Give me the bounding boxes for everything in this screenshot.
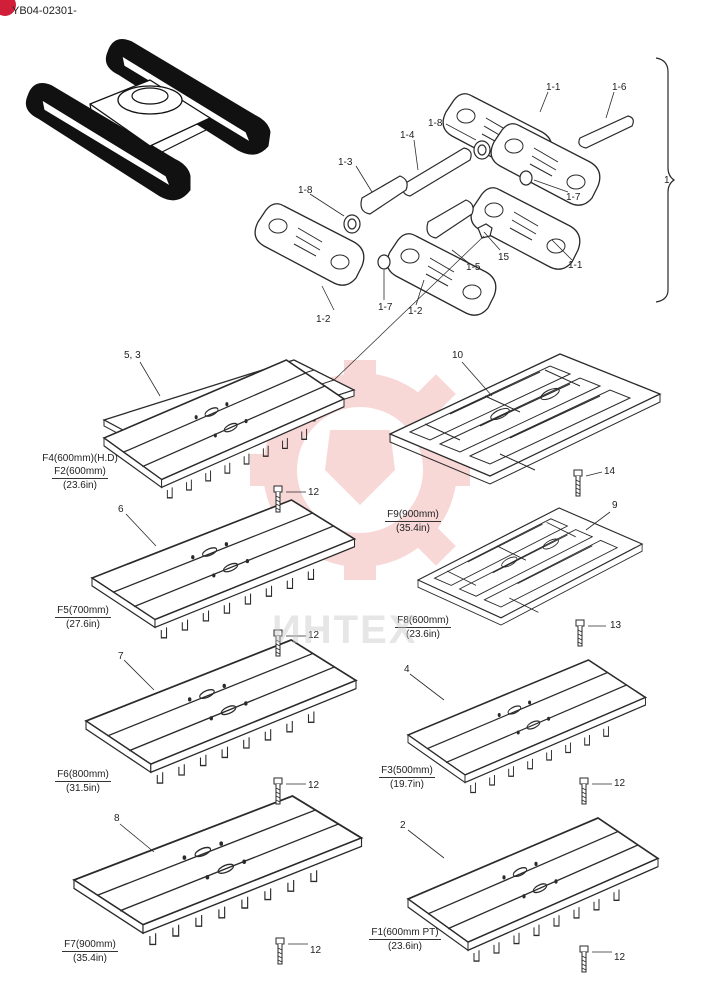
callout-1-6: 1-6 (612, 82, 627, 93)
callout-1-2b: 1-2 (408, 306, 423, 317)
spec-f4-f2: F4(600mm)(H.D) F2(600mm) (23.6in) (26, 452, 134, 492)
callout-1-1a: 1-1 (546, 82, 561, 93)
callout-15: 15 (498, 252, 510, 263)
callout-1-8b: 1-8 (298, 185, 313, 196)
spec-f6: F6(800mm) (31.5in) (48, 768, 118, 795)
callout-9: 9 (612, 500, 618, 511)
callout-5-3: 5, 3 (124, 350, 141, 361)
spec-f8-inch: (23.6in) (406, 629, 440, 640)
spec-f7-inch: (35.4in) (73, 953, 107, 964)
callout-12-f: 12 (614, 952, 626, 963)
shoe-7 (85, 639, 357, 784)
callout-12-e: 12 (310, 945, 322, 956)
spec-f1: F1(600mm PT) (23.6in) (362, 926, 448, 953)
callout-12-b: 12 (308, 630, 320, 641)
callout-10: 10 (452, 350, 464, 361)
shoe-9 (417, 507, 643, 626)
bolt-12-f (579, 945, 589, 973)
assembly-number: 1 (664, 175, 670, 186)
callout-4: 4 (404, 664, 410, 675)
spec-f1-line1: F1(600mm PT) (369, 927, 441, 940)
watermark-text: ИНТЕХ (272, 608, 418, 652)
spec-f8-line1: F8(600mm) (395, 615, 451, 628)
spec-f3-line1: F3(500mm) (379, 765, 435, 778)
assembly-bracket (655, 57, 676, 303)
shoe-4 (407, 659, 647, 794)
callout-1-1b: 1-1 (568, 260, 583, 271)
callout-1-8a: 1-8 (428, 118, 443, 129)
callout-1-2a: 1-2 (316, 314, 331, 325)
callout-1-7b: 1-7 (378, 302, 393, 313)
callout-2: 2 (400, 820, 406, 831)
spec-f4-line1: F4(600mm)(H.D) (42, 453, 118, 464)
callout-14: 14 (604, 466, 616, 477)
callout-12-a: 12 (308, 487, 320, 498)
spec-f5-line1: F5(700mm) (55, 605, 111, 618)
spec-f4-inch: (23.6in) (63, 480, 97, 491)
spec-f7: F7(900mm) (35.4in) (54, 938, 126, 965)
callout-1-5: 1-5 (466, 262, 481, 273)
callout-1-4: 1-4 (400, 130, 415, 141)
leader-lines (119, 361, 612, 953)
bolt-13 (575, 619, 585, 647)
pins-bushings (343, 115, 634, 270)
callout-7: 7 (118, 651, 124, 662)
callout-1-7a: 1-7 (566, 192, 581, 203)
page-code: YB04-02301- (12, 5, 77, 17)
spec-f9-inch: (35.4in) (396, 523, 430, 534)
spec-f9: F9(900mm) (35.4in) (376, 508, 450, 535)
spec-f4-line2: F2(600mm) (52, 466, 108, 479)
callout-12-c: 12 (308, 780, 320, 791)
undercarriage-illustration (25, 39, 271, 201)
spec-f6-line1: F6(800mm) (55, 769, 111, 782)
bolt-12-d (579, 777, 589, 805)
spec-f1-inch: (23.6in) (388, 941, 422, 952)
spec-f8: F8(600mm) (23.6in) (388, 614, 458, 641)
spec-f6-inch: (31.5in) (66, 783, 100, 794)
callout-8: 8 (114, 813, 120, 824)
spec-f3-inch: (19.7in) (390, 779, 424, 790)
bolt-12-e (275, 937, 285, 965)
link-assembly (254, 91, 634, 431)
spec-f9-line1: F9(900mm) (385, 509, 441, 522)
callout-12-d: 12 (614, 778, 626, 789)
callout-1-3: 1-3 (338, 157, 353, 168)
spec-f5-inch: (27.6in) (66, 619, 100, 630)
corner-badge (0, 0, 16, 16)
spec-f3: F3(500mm) (19.7in) (372, 764, 442, 791)
callout-13: 13 (610, 620, 622, 631)
spec-f5: F5(700mm) (27.6in) (48, 604, 118, 631)
callout-6: 6 (118, 504, 124, 515)
spec-f7-line1: F7(900mm) (62, 939, 118, 952)
bolt-14 (573, 469, 583, 497)
